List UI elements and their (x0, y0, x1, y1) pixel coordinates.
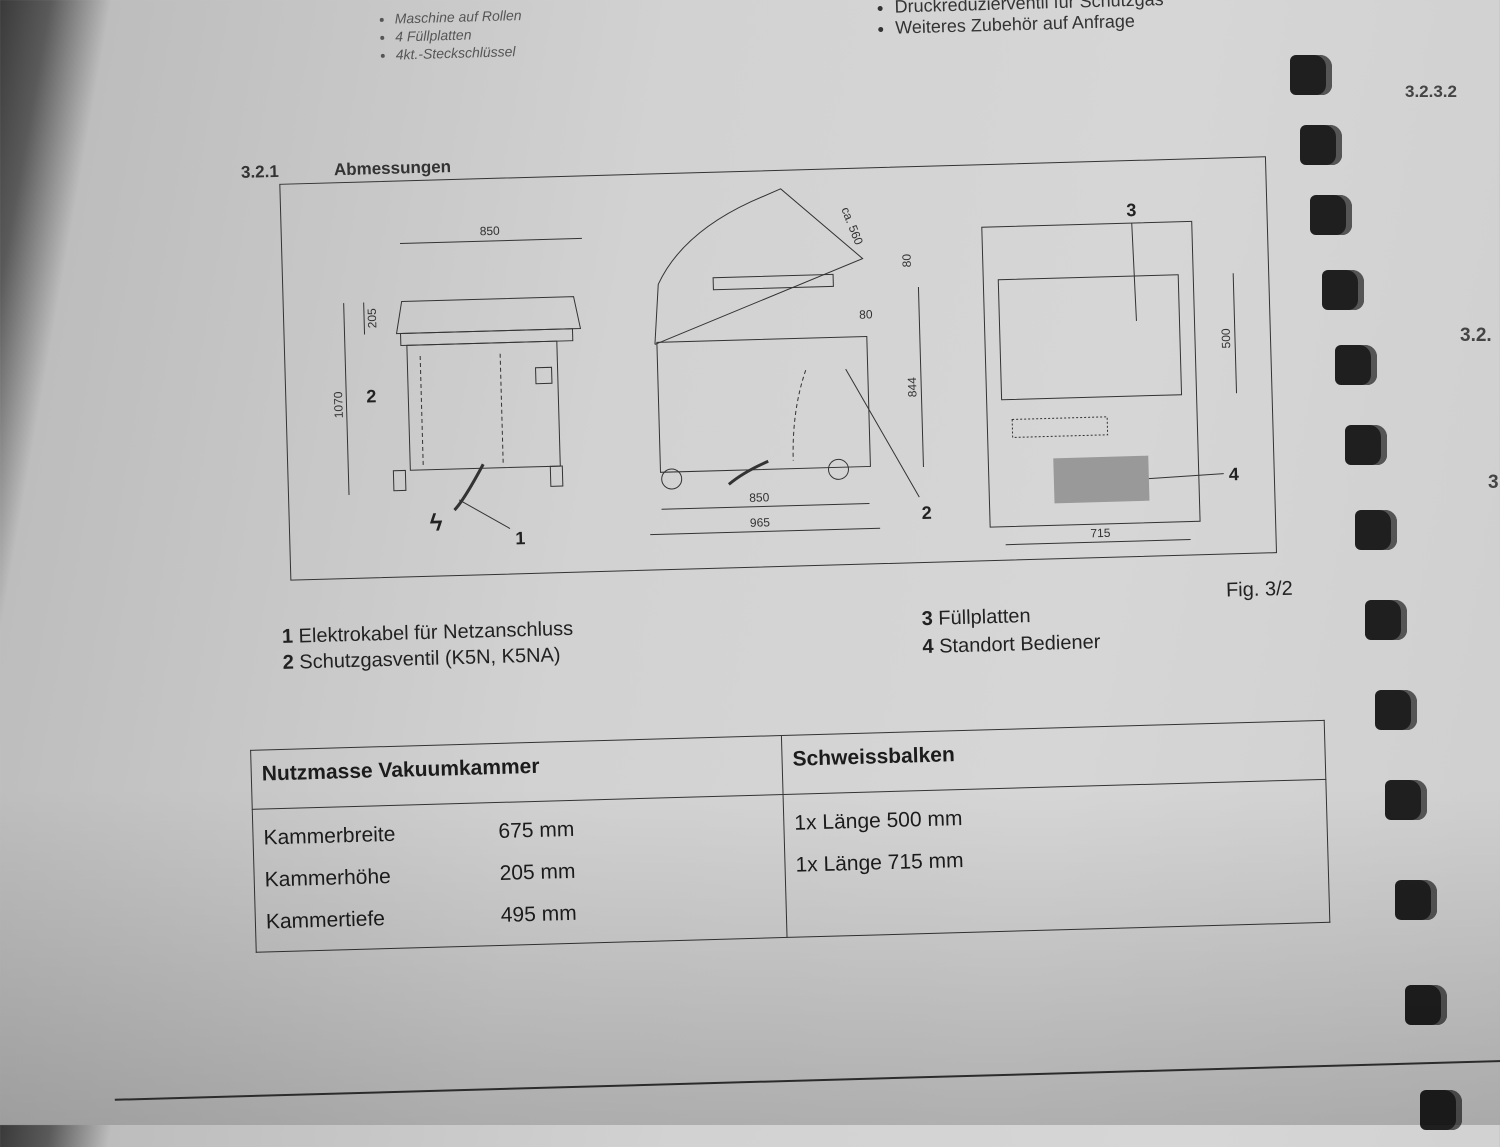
legend-text: Elektrokabel für Netzanschluss (298, 617, 574, 648)
dim-80: 80 (859, 307, 873, 321)
callout-4: 4 (1229, 464, 1240, 484)
accessories-list: Druckreduzierventil für Schutzgas Weiter… (854, 0, 1164, 40)
section-title: Abmessungen (333, 157, 452, 180)
section-number: 3.2.1 (240, 161, 280, 182)
dim-depth-inner: 850 (749, 490, 770, 505)
top-view: 4 3 500 715 (981, 200, 1240, 546)
legend-item-2: 2 Schutzgasventil (K5N, K5NA) (282, 644, 560, 675)
row-label: Kammertiefe (265, 907, 386, 934)
row-value: 495 mm (500, 901, 577, 927)
dimension-drawing: 850 1 ϟ 205 1070 2 (331, 188, 1240, 548)
right-page-heading: 3.2.3.2 (1405, 82, 1457, 101)
front-view: 850 1 ϟ 205 1070 2 (331, 224, 582, 548)
dim-lid: ca. 560 (838, 205, 866, 247)
dim-bar-length: 500 (1219, 328, 1234, 349)
list-item: 4 Füllplatten (395, 25, 522, 44)
legend-number: 3 (921, 607, 934, 631)
row-value: 205 mm (499, 859, 576, 885)
dim-depth-total: 965 (750, 515, 771, 530)
row-value: 675 mm (498, 817, 575, 843)
legend-number: 2 (282, 651, 295, 674)
legend-text: Füllplatten (938, 605, 1031, 630)
operator-area (1053, 455, 1150, 504)
legend-text: Schutzgasventil (K5N, K5NA) (299, 644, 561, 674)
chamber-dimensions-cell: Kammerbreite 675 mm Kammerhöhe 205 mm Kamm… (252, 794, 788, 953)
dim-width: 715 (1090, 526, 1111, 541)
callout-2: 2 (921, 503, 932, 523)
row-label: Kammerhöhe (264, 864, 392, 892)
list-item: 4kt.-Steckschlüssel (396, 43, 523, 62)
dim-height: 844 (905, 377, 920, 398)
legend-number: 4 (922, 635, 934, 659)
legend-item-3: 3 Füllplatten (921, 605, 1031, 631)
side-view: ca. 560 80 80 844 850 965 2 (650, 188, 932, 536)
right-page-heading: 3 (1488, 472, 1499, 493)
callout-3: 3 (1126, 200, 1137, 220)
dim-80: 80 (899, 253, 913, 267)
dim-total-height: 1070 (331, 391, 346, 418)
electric-hazard-icon: ϟ (429, 509, 443, 536)
dim-width: 850 (480, 224, 501, 239)
figure-label: Fig. 3/2 (1225, 577, 1294, 602)
legend-number: 1 (281, 625, 294, 648)
legend-text: Standort Bediener (938, 631, 1101, 658)
callout-2: 2 (366, 386, 377, 406)
footer-divider (114, 1059, 1500, 1101)
row-label: Kammerbreite (263, 822, 396, 850)
sealing-bar-cell: 1x Länge 500 mm 1x Länge 715 mm (783, 779, 1330, 938)
specifications-table: Nutzmasse Vakuumkammer Schweissbalken Ka… (250, 720, 1330, 953)
callout-1: 1 (515, 528, 526, 548)
right-page-heading: 3.2. (1460, 325, 1492, 346)
dim-chamber-height: 205 (365, 308, 380, 329)
legend-item-4: 4 Standort Bediener (922, 631, 1100, 659)
list-item: Maschine auf Rollen (395, 7, 522, 27)
dimension-figure: 850 1 ϟ 205 1070 2 (279, 156, 1278, 581)
included-items-list: Maschine auf Rollen 4 Füllplatten 4kt.-S… (355, 7, 523, 66)
